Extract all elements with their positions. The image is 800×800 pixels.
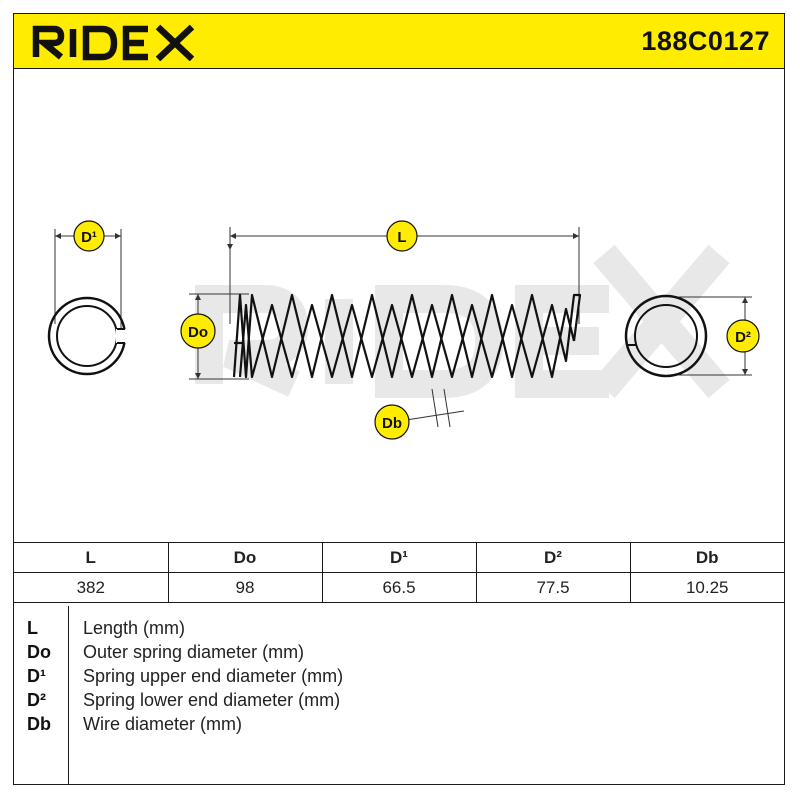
label-l-badge: L: [386, 220, 418, 252]
legend: L Length (mm) Do Outer spring diameter (…: [14, 606, 784, 784]
legend-abbr: Do: [27, 642, 51, 662]
document-frame: 188C0127: [13, 13, 785, 785]
legend-abbr: D²: [27, 690, 46, 710]
label-db-badge: Db: [374, 404, 410, 440]
column-header: Db: [629, 542, 784, 573]
legend-item: Db Wire diameter (mm): [14, 714, 784, 738]
label-l: L: [397, 229, 406, 246]
coil-spring: [232, 293, 582, 379]
legend-abbr: D¹: [27, 666, 46, 686]
legend-desc: Spring upper end diameter (mm): [83, 666, 344, 686]
legend-desc: Spring lower end diameter (mm): [83, 690, 341, 710]
ridex-logo: [30, 19, 200, 66]
dimensions-table: L Do D¹ D² Db 382 98 66.5 77.5 10.25: [14, 542, 784, 603]
table-cell: 10.25: [629, 572, 784, 603]
column-header: D²: [475, 542, 631, 573]
column-header: L: [14, 542, 169, 573]
legend-item: L Length (mm): [14, 618, 784, 642]
legend-item: D¹ Spring upper end diameter (mm): [14, 666, 784, 690]
header-bar: 188C0127: [14, 14, 784, 69]
lower-end-ring: [624, 294, 708, 378]
table-cell: 66.5: [321, 572, 477, 603]
legend-abbr: Db: [27, 714, 51, 734]
label-d2-badge: D²: [726, 319, 760, 353]
table-row: 382 98 66.5 77.5 10.25: [14, 572, 784, 603]
legend-divider: [68, 606, 69, 784]
column-header: Do: [167, 542, 323, 573]
legend-desc: Outer spring diameter (mm): [83, 642, 305, 662]
table-cell: 77.5: [475, 572, 631, 603]
table-cell: 382: [14, 572, 169, 603]
label-d1: D¹: [81, 229, 97, 246]
label-do-badge: Do: [180, 313, 216, 349]
legend-item: Do Outer spring diameter (mm): [14, 642, 784, 666]
ridex-watermark: [195, 244, 730, 399]
label-do: Do: [188, 324, 208, 341]
label-db: Db: [382, 415, 402, 432]
legend-desc: Wire diameter (mm): [83, 714, 243, 734]
column-header: D¹: [321, 542, 477, 573]
legend-item: D² Spring lower end diameter (mm): [14, 690, 784, 714]
table-header-row: L Do D¹ D² Db: [14, 542, 784, 573]
part-number: 188C0127: [641, 26, 770, 56]
upper-end-ring: [47, 296, 128, 376]
spring-drawing: D¹ L Do D² Db: [47, 220, 760, 440]
table-cell: 98: [167, 572, 323, 603]
label-d1-badge: D¹: [73, 220, 105, 252]
legend-abbr: L: [27, 618, 38, 638]
label-d2: D²: [735, 329, 751, 346]
legend-desc: Length (mm): [83, 618, 186, 638]
